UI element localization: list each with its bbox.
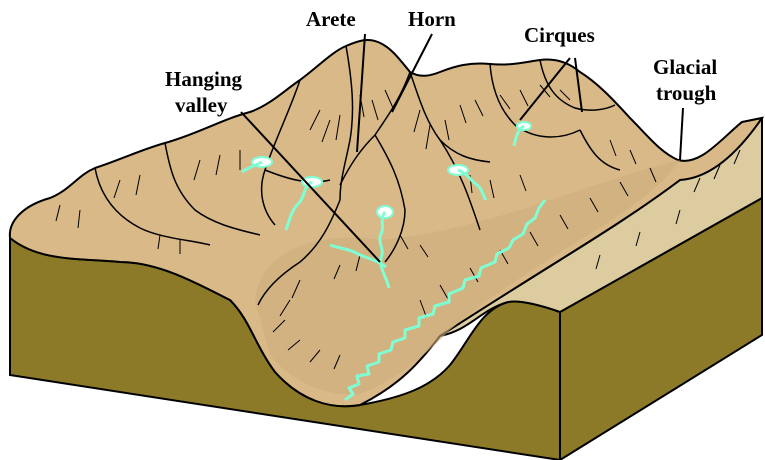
glacial-trough-leader bbox=[680, 108, 683, 160]
label-horn: Horn bbox=[408, 7, 456, 31]
label-hanging-valley-line2: valley bbox=[175, 93, 228, 117]
label-hanging-valley-line1: Hanging bbox=[165, 67, 243, 91]
label-arete: Arete bbox=[306, 7, 356, 31]
label-cirques: Cirques bbox=[524, 23, 595, 47]
label-glacial-trough-line2: trough bbox=[656, 81, 717, 105]
label-glacial-trough-line1: Glacial bbox=[653, 55, 717, 79]
